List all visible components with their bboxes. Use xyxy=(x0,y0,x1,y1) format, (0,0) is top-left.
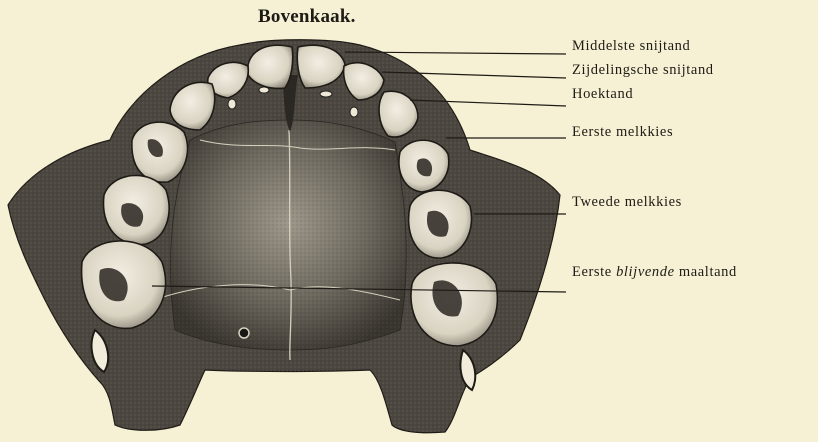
label-first-permanent-molar-prefix: Eerste xyxy=(572,264,612,280)
label-first-melkkies: Eerste melkkies xyxy=(572,124,673,141)
label-lateral-incisor: Zijdelingsche snijtand xyxy=(572,62,714,79)
foramen xyxy=(350,107,358,117)
foramen xyxy=(228,99,236,109)
greater-palatine-foramen xyxy=(239,328,249,338)
label-first-permanent-molar: Eerste blijvende maaltand xyxy=(572,264,737,281)
label-first-permanent-molar-emphasis: blijvende xyxy=(616,264,675,280)
foramen xyxy=(320,91,332,97)
label-central-incisor: Middelste snijtand xyxy=(572,38,690,55)
label-first-permanent-molar-suffix: maaltand xyxy=(679,264,737,280)
label-second-melkkies: Tweede melkkies xyxy=(572,194,682,211)
label-canine: Hoektand xyxy=(572,86,633,103)
figure-title: Bovenkaak. xyxy=(258,6,356,28)
